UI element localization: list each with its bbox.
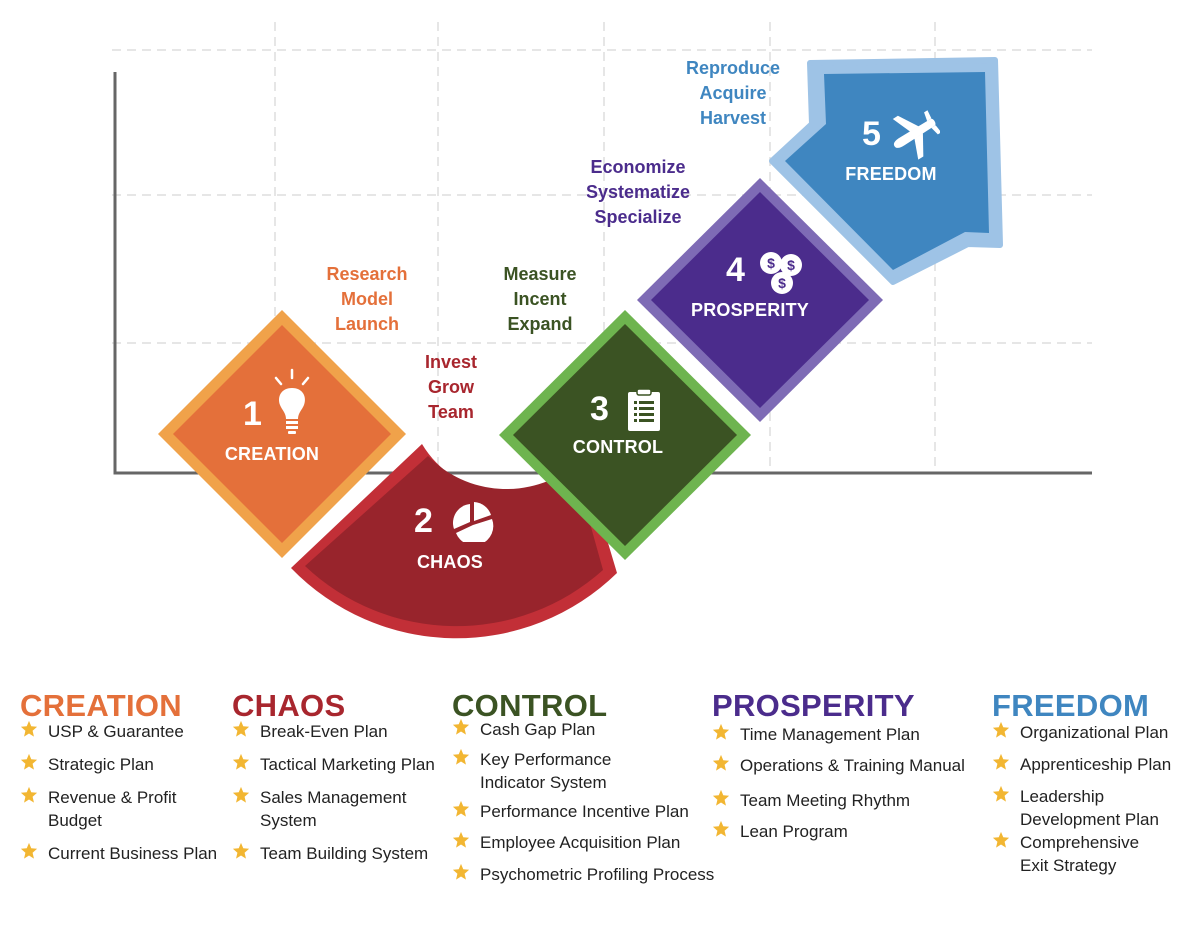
star-icon: [20, 753, 38, 770]
prosperity-label: PROSPERITY: [690, 300, 810, 320]
star-icon: [20, 786, 38, 803]
pie-chart-icon: [452, 502, 494, 542]
star-icon: [232, 786, 250, 803]
chart-axes: [113, 72, 1092, 475]
star-icon: [712, 723, 730, 740]
chaos-arc: [291, 444, 617, 639]
creation-column: CREATION USP & Guarantee Strategic Plan …: [20, 688, 218, 863]
star-icon: [712, 789, 730, 806]
freedom-label: FREEDOM: [845, 164, 937, 184]
star-icon: [452, 800, 470, 817]
star-icon: [452, 748, 470, 765]
control-number: 3: [590, 390, 609, 428]
svg-text:$: $: [787, 257, 795, 273]
star-icon: [20, 842, 38, 859]
chaos-label: CHAOS: [416, 552, 483, 572]
freedom-heading: FREEDOM: [992, 688, 1150, 723]
stage-diagram: [112, 22, 1092, 639]
star-icon: [712, 754, 730, 771]
star-icon: [992, 753, 1010, 770]
freedom-number: 5: [862, 115, 881, 153]
prosperity-column: PROSPERITY Time Management Plan Operatio…: [712, 688, 965, 841]
clipboard-icon: [628, 388, 660, 431]
control-heading: CONTROL: [452, 688, 608, 723]
freedom-column: FREEDOM Organizational Plan Apprenticesh…: [992, 688, 1172, 875]
prosperity-number: 4: [726, 251, 745, 289]
creation-number: 1: [243, 395, 262, 433]
chaos-column: CHAOS Break-Even Plan Tactical Marketing…: [232, 688, 435, 863]
star-icon: [232, 720, 250, 737]
star-icon: [992, 721, 1010, 738]
control-diamond: [499, 310, 751, 560]
star-icon: [992, 831, 1010, 848]
star-icon: [992, 785, 1010, 802]
chaos-heading: CHAOS: [232, 688, 346, 723]
coins-icon: $$$: [760, 252, 802, 294]
star-icon: [712, 820, 730, 837]
lightbulb-icon: [274, 368, 310, 434]
creation-heading: CREATION: [20, 688, 182, 723]
star-icon: [232, 842, 250, 859]
creation-label: CREATION: [224, 444, 320, 464]
star-icon: [452, 718, 470, 735]
prosperity-heading: PROSPERITY: [712, 688, 915, 723]
creation-diamond: [158, 310, 406, 558]
svg-text:$: $: [778, 275, 786, 291]
star-icon: [452, 863, 470, 880]
control-label: CONTROL: [572, 437, 664, 457]
prosperity-diamond: [637, 178, 883, 422]
star-icon: [452, 831, 470, 848]
freedom-arrow: [769, 57, 1003, 285]
chaos-number: 2: [414, 502, 433, 540]
svg-text:$: $: [767, 255, 775, 271]
airplane-icon: [892, 110, 940, 160]
star-icon: [20, 720, 38, 737]
star-icon: [232, 753, 250, 770]
